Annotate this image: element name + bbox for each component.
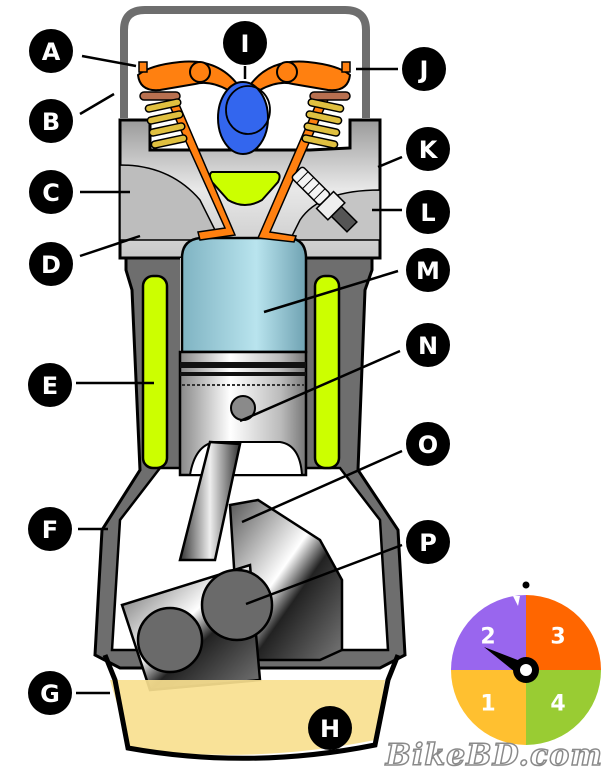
- adjuster-left: [138, 61, 148, 73]
- stroke-dial: 2 3 1 4: [451, 581, 601, 745]
- label-G: G: [28, 671, 72, 715]
- dial-number-3: 3: [550, 625, 565, 650]
- dial-segment-3: [526, 595, 601, 670]
- piston-ring-1: [180, 362, 306, 368]
- dial-number-2: 2: [480, 625, 495, 650]
- coolant-jacket-left: [141, 274, 169, 470]
- valve-cover: [120, 6, 370, 118]
- rocker-pivot-left: [189, 61, 211, 83]
- dial-hub-center: [520, 664, 532, 676]
- label-P-text: P: [419, 529, 437, 557]
- exhaust-spring: [301, 91, 351, 149]
- label-D-text: D: [41, 251, 61, 279]
- label-H: H: [308, 706, 352, 750]
- rocker-pivot-right: [276, 61, 298, 83]
- label-K-text: K: [419, 136, 439, 164]
- label-A: A: [29, 29, 73, 73]
- dial-segment-2: [451, 595, 526, 670]
- camshaft-base: [225, 85, 271, 135]
- label-F: F: [28, 507, 72, 551]
- oil-pan: [102, 654, 401, 761]
- label-L: L: [406, 190, 450, 234]
- label-H-text: H: [320, 715, 340, 743]
- label-C: C: [29, 170, 73, 214]
- label-P: P: [406, 520, 450, 564]
- label-I: I: [223, 21, 267, 65]
- label-C-text: C: [42, 179, 60, 207]
- camshaft-lobe: [217, 81, 269, 155]
- watermark-logo: BikeBD.com: [385, 737, 603, 774]
- label-F-text: F: [42, 516, 58, 544]
- label-N-text: N: [418, 332, 438, 360]
- label-O: O: [406, 422, 450, 466]
- spark-plug: [291, 166, 358, 233]
- dial-indicator-dot: [522, 581, 530, 589]
- rocker-arm-left: [136, 60, 242, 92]
- label-L-text: L: [420, 199, 435, 227]
- crank-pin: [136, 606, 204, 674]
- intake-spring: [139, 91, 188, 149]
- label-J: J: [402, 47, 446, 91]
- label-E: E: [28, 363, 72, 407]
- label-O-text: O: [418, 431, 438, 459]
- piston-crown: [180, 236, 308, 354]
- dial-segment-4: [526, 670, 601, 745]
- label-B-text: B: [42, 108, 60, 136]
- connecting-rod: [178, 440, 242, 562]
- label-G-text: G: [40, 680, 60, 708]
- label-M: M: [406, 248, 450, 292]
- label-N: N: [406, 323, 450, 367]
- label-A-text: A: [42, 38, 61, 66]
- leader-lines: [76, 54, 403, 695]
- intake-port: [119, 164, 222, 241]
- dial-segment-1: [451, 670, 526, 745]
- label-I-text: I: [241, 30, 250, 58]
- label-D: D: [29, 242, 73, 286]
- crank-journal: [200, 568, 274, 642]
- adjuster-right: [341, 61, 351, 73]
- label-B: B: [29, 99, 73, 143]
- piston-ring-2: [180, 372, 306, 376]
- dial-notch: [513, 596, 520, 606]
- label-J-text: J: [418, 56, 429, 84]
- label-K: K: [406, 127, 450, 171]
- coolant-jacket-right: [313, 274, 341, 470]
- label-M-text: M: [416, 257, 440, 285]
- rocker-arm-right: [246, 60, 352, 92]
- dial-number-1: 1: [480, 692, 495, 717]
- label-E-text: E: [42, 372, 58, 400]
- dial-number-4: 4: [550, 692, 565, 717]
